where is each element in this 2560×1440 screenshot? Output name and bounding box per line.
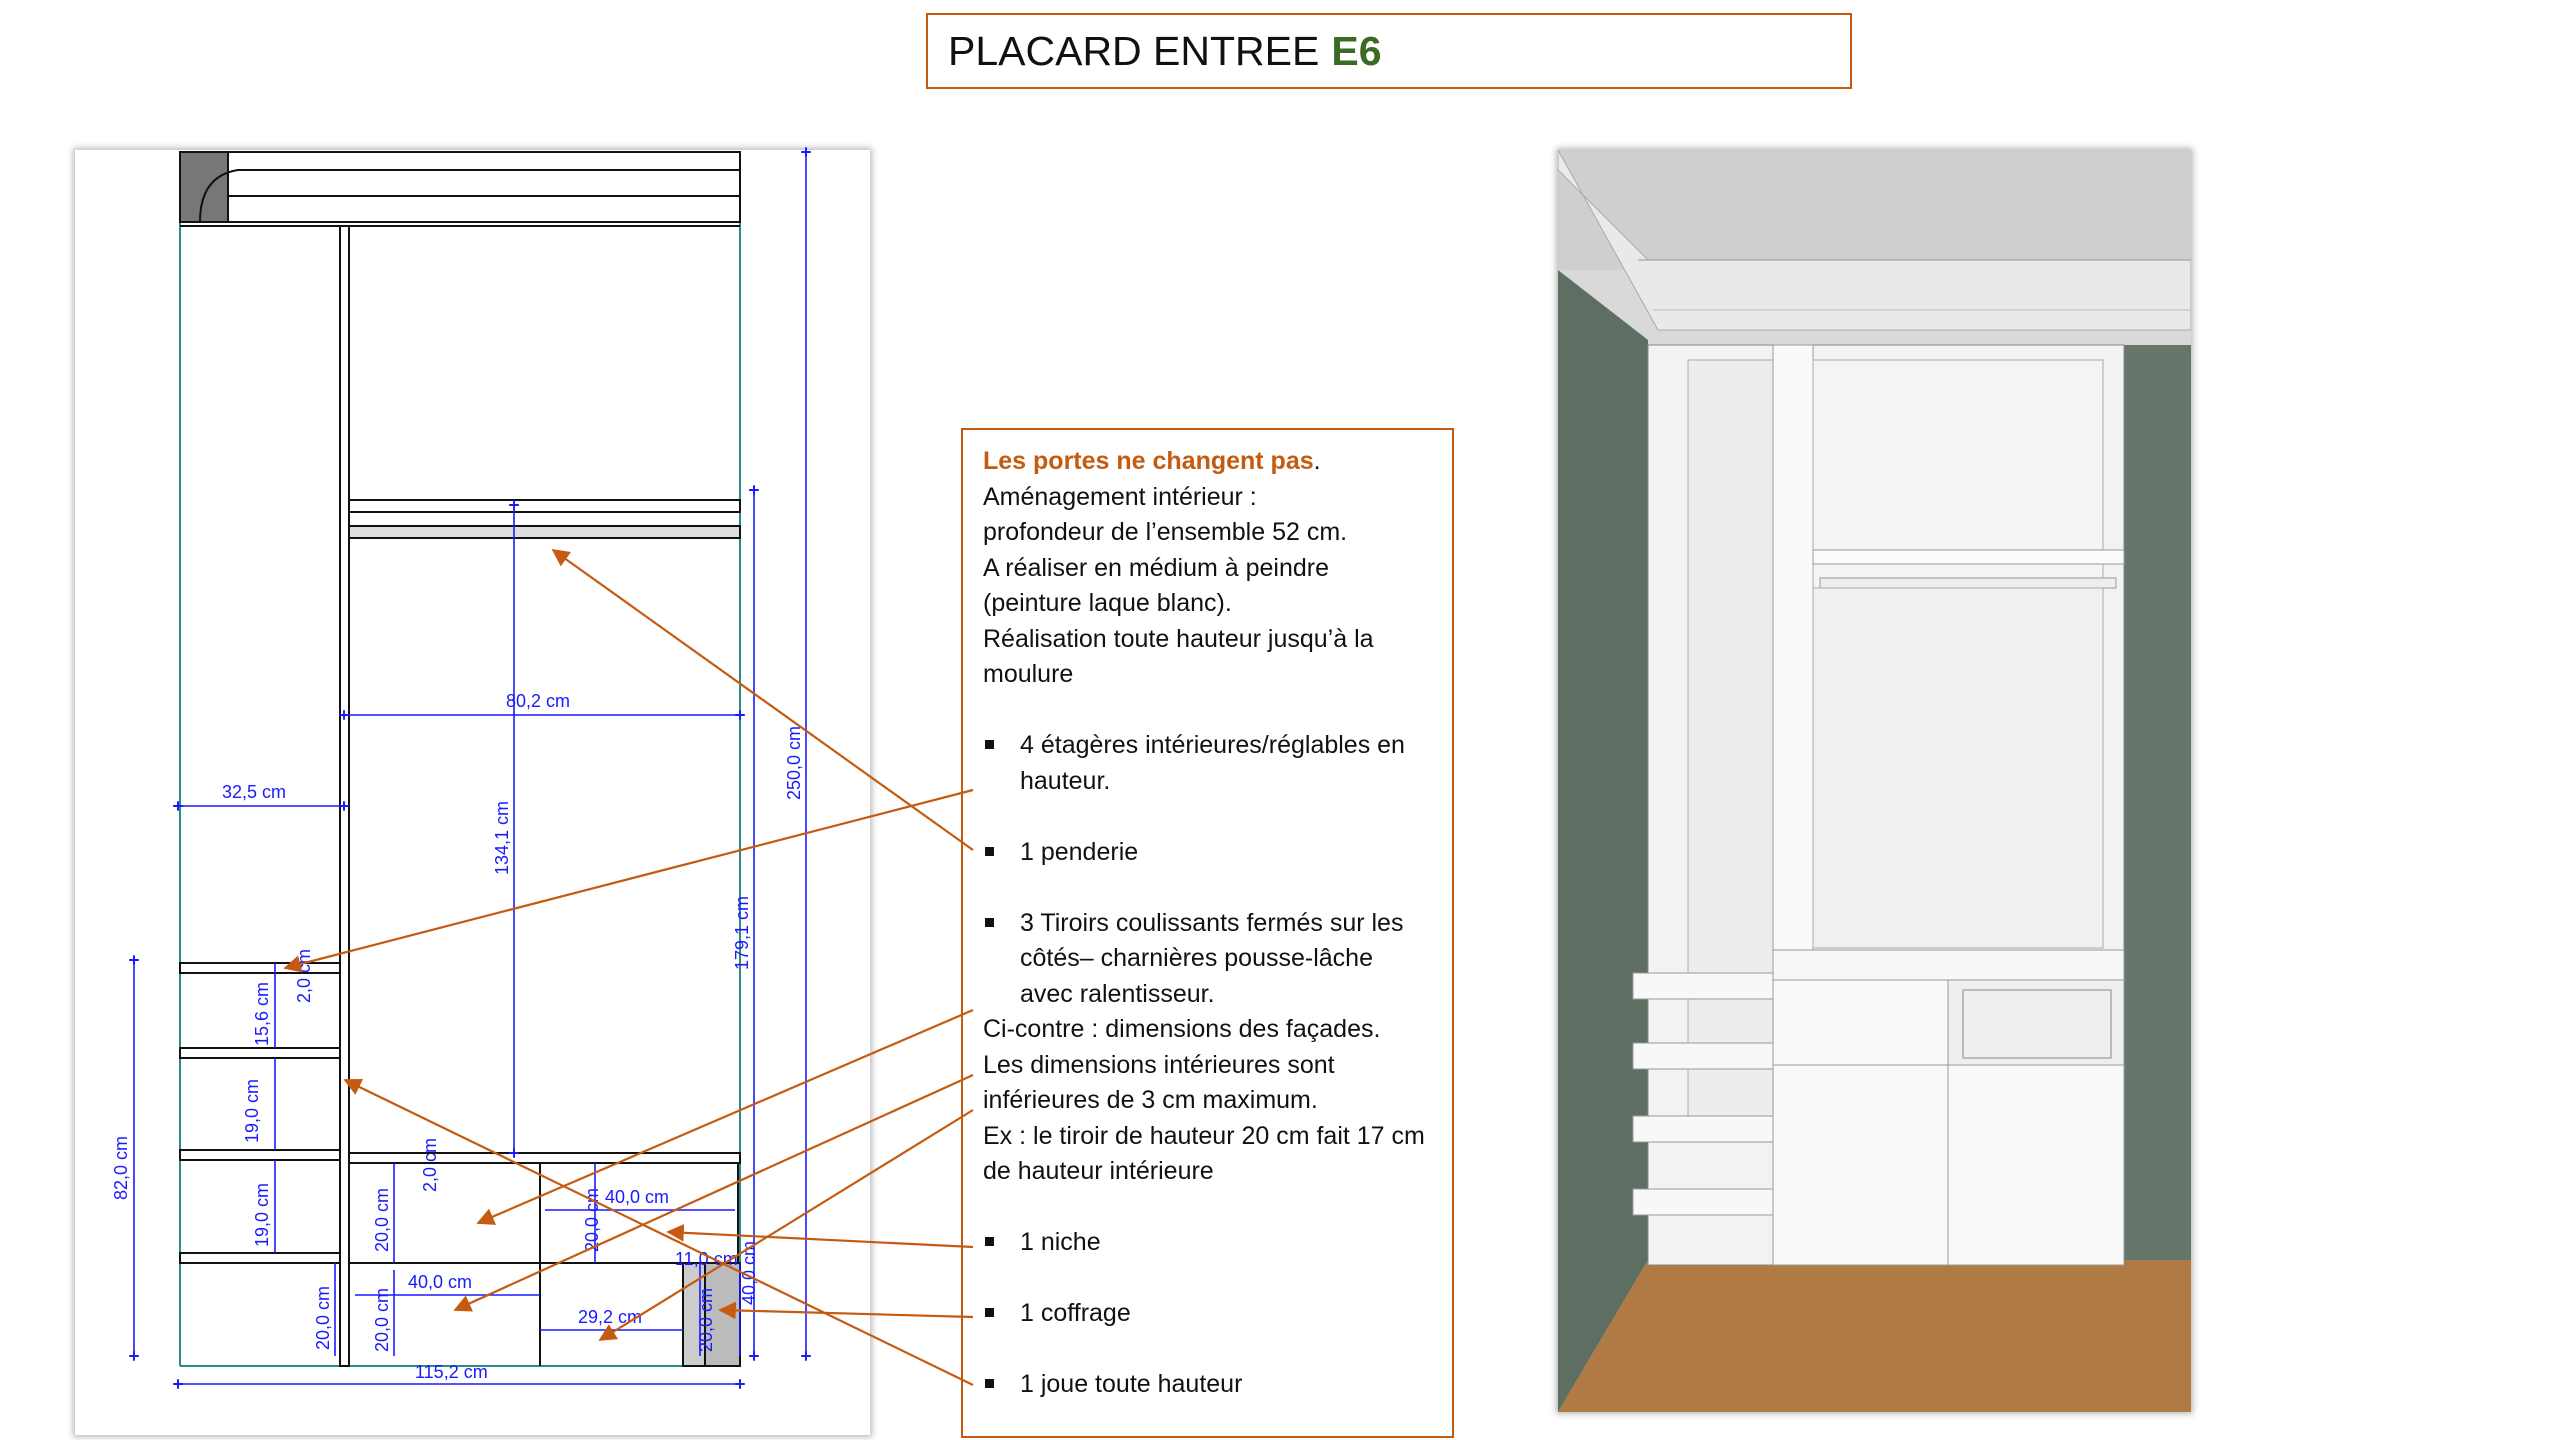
notes-item-coffrage: 1 coffrage bbox=[983, 1296, 1432, 1332]
dim-height-left-shelves: 82,0 cm bbox=[111, 1136, 131, 1200]
callout-arrows bbox=[283, 548, 974, 1386]
dim-left-bottom: 20,0 cm bbox=[313, 1286, 333, 1350]
notes-intro-1: Aménagement intérieur : bbox=[983, 482, 1257, 511]
wardrobe-render bbox=[1558, 150, 2191, 1412]
notes-item-drawers: 3 Tiroirs coulissants fermés sur les côt… bbox=[983, 906, 1432, 1013]
rail-shelf bbox=[348, 499, 741, 539]
notes-item-rail: 1 penderie bbox=[983, 835, 1432, 871]
bullet-icon bbox=[985, 1308, 994, 1317]
dim-drawer-lower-h: 20,0 cm bbox=[372, 1288, 392, 1352]
dim-width-right: 80,2 cm bbox=[506, 691, 570, 711]
notes-item-niche: 1 niche bbox=[983, 1225, 1432, 1261]
drawer-block bbox=[348, 1152, 741, 1367]
notes-middle-1: Ci-contre : dimensions des façades. bbox=[983, 1015, 1381, 1043]
dim-mid-shelf: 2,0 cm bbox=[420, 1138, 440, 1192]
dim-coffrage-height: 20,0 cm bbox=[696, 1288, 716, 1352]
notes-middle-2: Les dimensions intérieures sont inférieu… bbox=[983, 1050, 1335, 1115]
notes-item-text: 1 niche bbox=[1020, 1228, 1101, 1256]
bullet-icon bbox=[985, 917, 994, 927]
notes-headline: Les portes ne changent pas bbox=[983, 447, 1314, 475]
dim-shelf-gap-3: 19,0 cm bbox=[252, 1183, 272, 1247]
notes-headline-punct: . bbox=[1313, 447, 1321, 475]
dim-width-total: 115,2 cm bbox=[415, 1362, 488, 1382]
title-box: PLACARD ENTREE E6 bbox=[926, 13, 1852, 89]
dim-drawer-width: 40,0 cm bbox=[408, 1272, 472, 1292]
notes-item-shelves: 4 étagères intérieures/réglables en haut… bbox=[983, 728, 1432, 799]
notes-headline-line: Les portes ne changent pas. bbox=[983, 444, 1432, 480]
title-code: E6 bbox=[1331, 27, 1382, 74]
dim-shelf-thickness: 2,0 cm bbox=[294, 949, 314, 1003]
dim-height-hanging: 134,1 cm bbox=[492, 801, 512, 875]
dim-shelf-gap-1: 15,6 cm bbox=[252, 982, 272, 1046]
notes-item-text: 1 coffrage bbox=[1020, 1299, 1131, 1327]
notes-intro-5: Réalisation toute hauteur jusqu’à la mou… bbox=[983, 624, 1374, 689]
divider bbox=[339, 225, 350, 1367]
notes-intro-3: A réaliser en médium à peindre bbox=[983, 553, 1330, 582]
notes-intro-2: profondeur de l’ensemble 52 cm. bbox=[983, 518, 1348, 546]
dim-height-right-lower: 179,1 cm bbox=[732, 896, 752, 970]
dim-niche-width: 40,0 cm bbox=[605, 1187, 669, 1207]
left-shelves bbox=[179, 962, 341, 1264]
bullet-icon bbox=[985, 740, 994, 749]
crown-moulding bbox=[179, 151, 741, 227]
notes-item-text: 3 Tiroirs coulissants fermés sur les côt… bbox=[1020, 908, 1404, 1008]
render-image bbox=[1558, 150, 2191, 1412]
dim-niche-height: 20,0 cm bbox=[582, 1188, 602, 1252]
dim-coffrage-width: 29,2 cm bbox=[578, 1307, 642, 1327]
dim-side-height: 40,0 cm bbox=[739, 1241, 759, 1305]
bullet-icon bbox=[985, 1379, 994, 1388]
dim-width-left: 32,5 cm bbox=[222, 782, 286, 802]
dim-height-total: 250,0 cm bbox=[784, 726, 804, 800]
bullet-icon bbox=[985, 1237, 994, 1246]
notes-box: Les portes ne changent pas. Aménagement … bbox=[961, 428, 1454, 1438]
page-title: PLACARD ENTREE bbox=[948, 27, 1320, 74]
notes-item-text: 1 joue toute hauteur bbox=[1020, 1370, 1243, 1398]
notes-item-text: 4 étagères intérieures/réglables en haut… bbox=[1020, 731, 1405, 795]
notes-middle-3: Ex : le tiroir de hauteur 20 cm fait 17 … bbox=[983, 1121, 1425, 1186]
dim-shelf-gap-2: 19,0 cm bbox=[242, 1079, 262, 1143]
notes-item-text: 1 penderie bbox=[1020, 837, 1139, 866]
bullet-icon bbox=[985, 846, 994, 856]
notes-item-joue: 1 joue toute hauteur bbox=[983, 1367, 1432, 1403]
dim-drawer-upper-h: 20,0 cm bbox=[372, 1188, 392, 1252]
notes-intro-4: (peinture laque blanc). bbox=[983, 589, 1232, 617]
